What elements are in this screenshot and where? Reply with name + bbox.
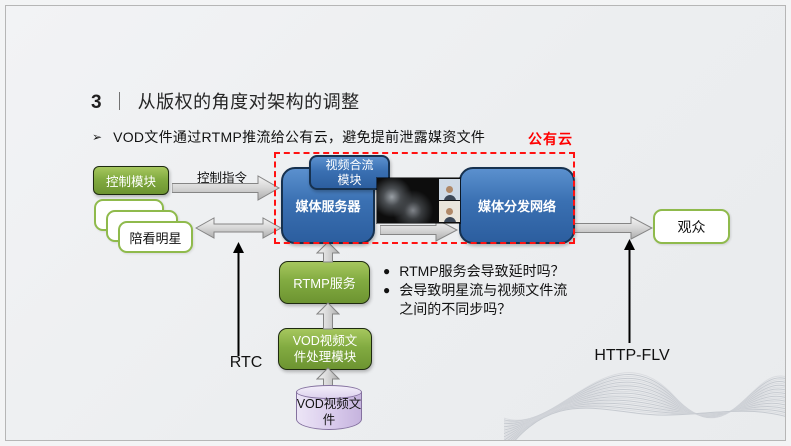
node-vod-processing-module: VOD视频文件处理模块 <box>278 328 372 370</box>
wave-decoration <box>504 372 785 440</box>
webcam-column <box>439 178 460 223</box>
cylinder-top <box>296 385 362 399</box>
questions-list: ● RTMP服务会导致延时吗？ ● 会导致明星流与视频文件流之间的不同步吗？ <box>383 262 591 319</box>
presentation-slide: 3 ｜ 从版权的角度对架构的调整 ➢ VOD文件通过RTMP推流给公有云，避免提… <box>5 5 786 441</box>
node-control-module: 控制模块 <box>93 166 169 195</box>
question-text: RTMP服务会导致延时吗？ <box>399 263 565 279</box>
node-rtmp-service: RTMP服务 <box>279 261 370 304</box>
rtc-label: RTC <box>229 354 263 371</box>
arrow-rtmp-to-server <box>316 241 340 263</box>
arrow-cdn-to-audience <box>574 216 653 240</box>
control-signal-label: 控制指令 <box>196 171 247 185</box>
title-separator: ｜ <box>110 92 129 112</box>
arrow-server-to-cdn <box>380 218 458 242</box>
bullet-arrow-icon: ➢ <box>92 130 103 144</box>
video-scene <box>377 178 439 223</box>
video-preview-image <box>377 178 460 223</box>
question-item: ● RTMP服务会导致延时吗？ <box>383 262 591 281</box>
bullet-line: ➢ VOD文件通过RTMP推流给公有云，避免提前泄露媒资文件 <box>92 127 485 147</box>
title-text: 从版权的角度对架构的调整 <box>137 92 360 112</box>
webcam-thumbnail-top <box>439 179 460 200</box>
question-bullet-icon: ● <box>383 283 391 297</box>
node-vod-file-store: VOD视频文件 <box>296 385 362 430</box>
bullet-text: VOD文件通过RTMP推流给公有云，避免提前泄露媒资文件 <box>113 129 486 145</box>
question-bullet-icon: ● <box>383 264 391 278</box>
webcam-thumbnail-bottom <box>439 201 460 222</box>
http-flv-label: HTTP-FLV <box>594 347 670 364</box>
arrow-companion-server-bidirectional <box>195 217 282 239</box>
node-media-cdn: 媒体分发网络 <box>459 167 575 244</box>
slide-number: 3 <box>91 92 102 113</box>
node-video-merge-module: 视频合流模块 <box>309 155 390 190</box>
node-audience: 观众 <box>653 209 730 244</box>
arrow-rtc-up <box>233 242 244 356</box>
public-cloud-label: 公有云 <box>528 131 573 147</box>
slide-title: 3 ｜ 从版权的角度对架构的调整 <box>91 88 360 114</box>
node-companion-star: 陪看明星 <box>118 221 193 253</box>
arrow-vodproc-to-rtmp <box>316 302 340 330</box>
question-text: 会导致明星流与视频文件流之间的不同步吗？ <box>399 282 568 317</box>
arrow-control-signal <box>172 175 280 201</box>
vod-file-store-label: VOD视频文件 <box>296 397 362 427</box>
question-item: ● 会导致明星流与视频文件流之间的不同步吗？ <box>383 281 591 319</box>
arrow-http-flv-up <box>624 239 635 343</box>
